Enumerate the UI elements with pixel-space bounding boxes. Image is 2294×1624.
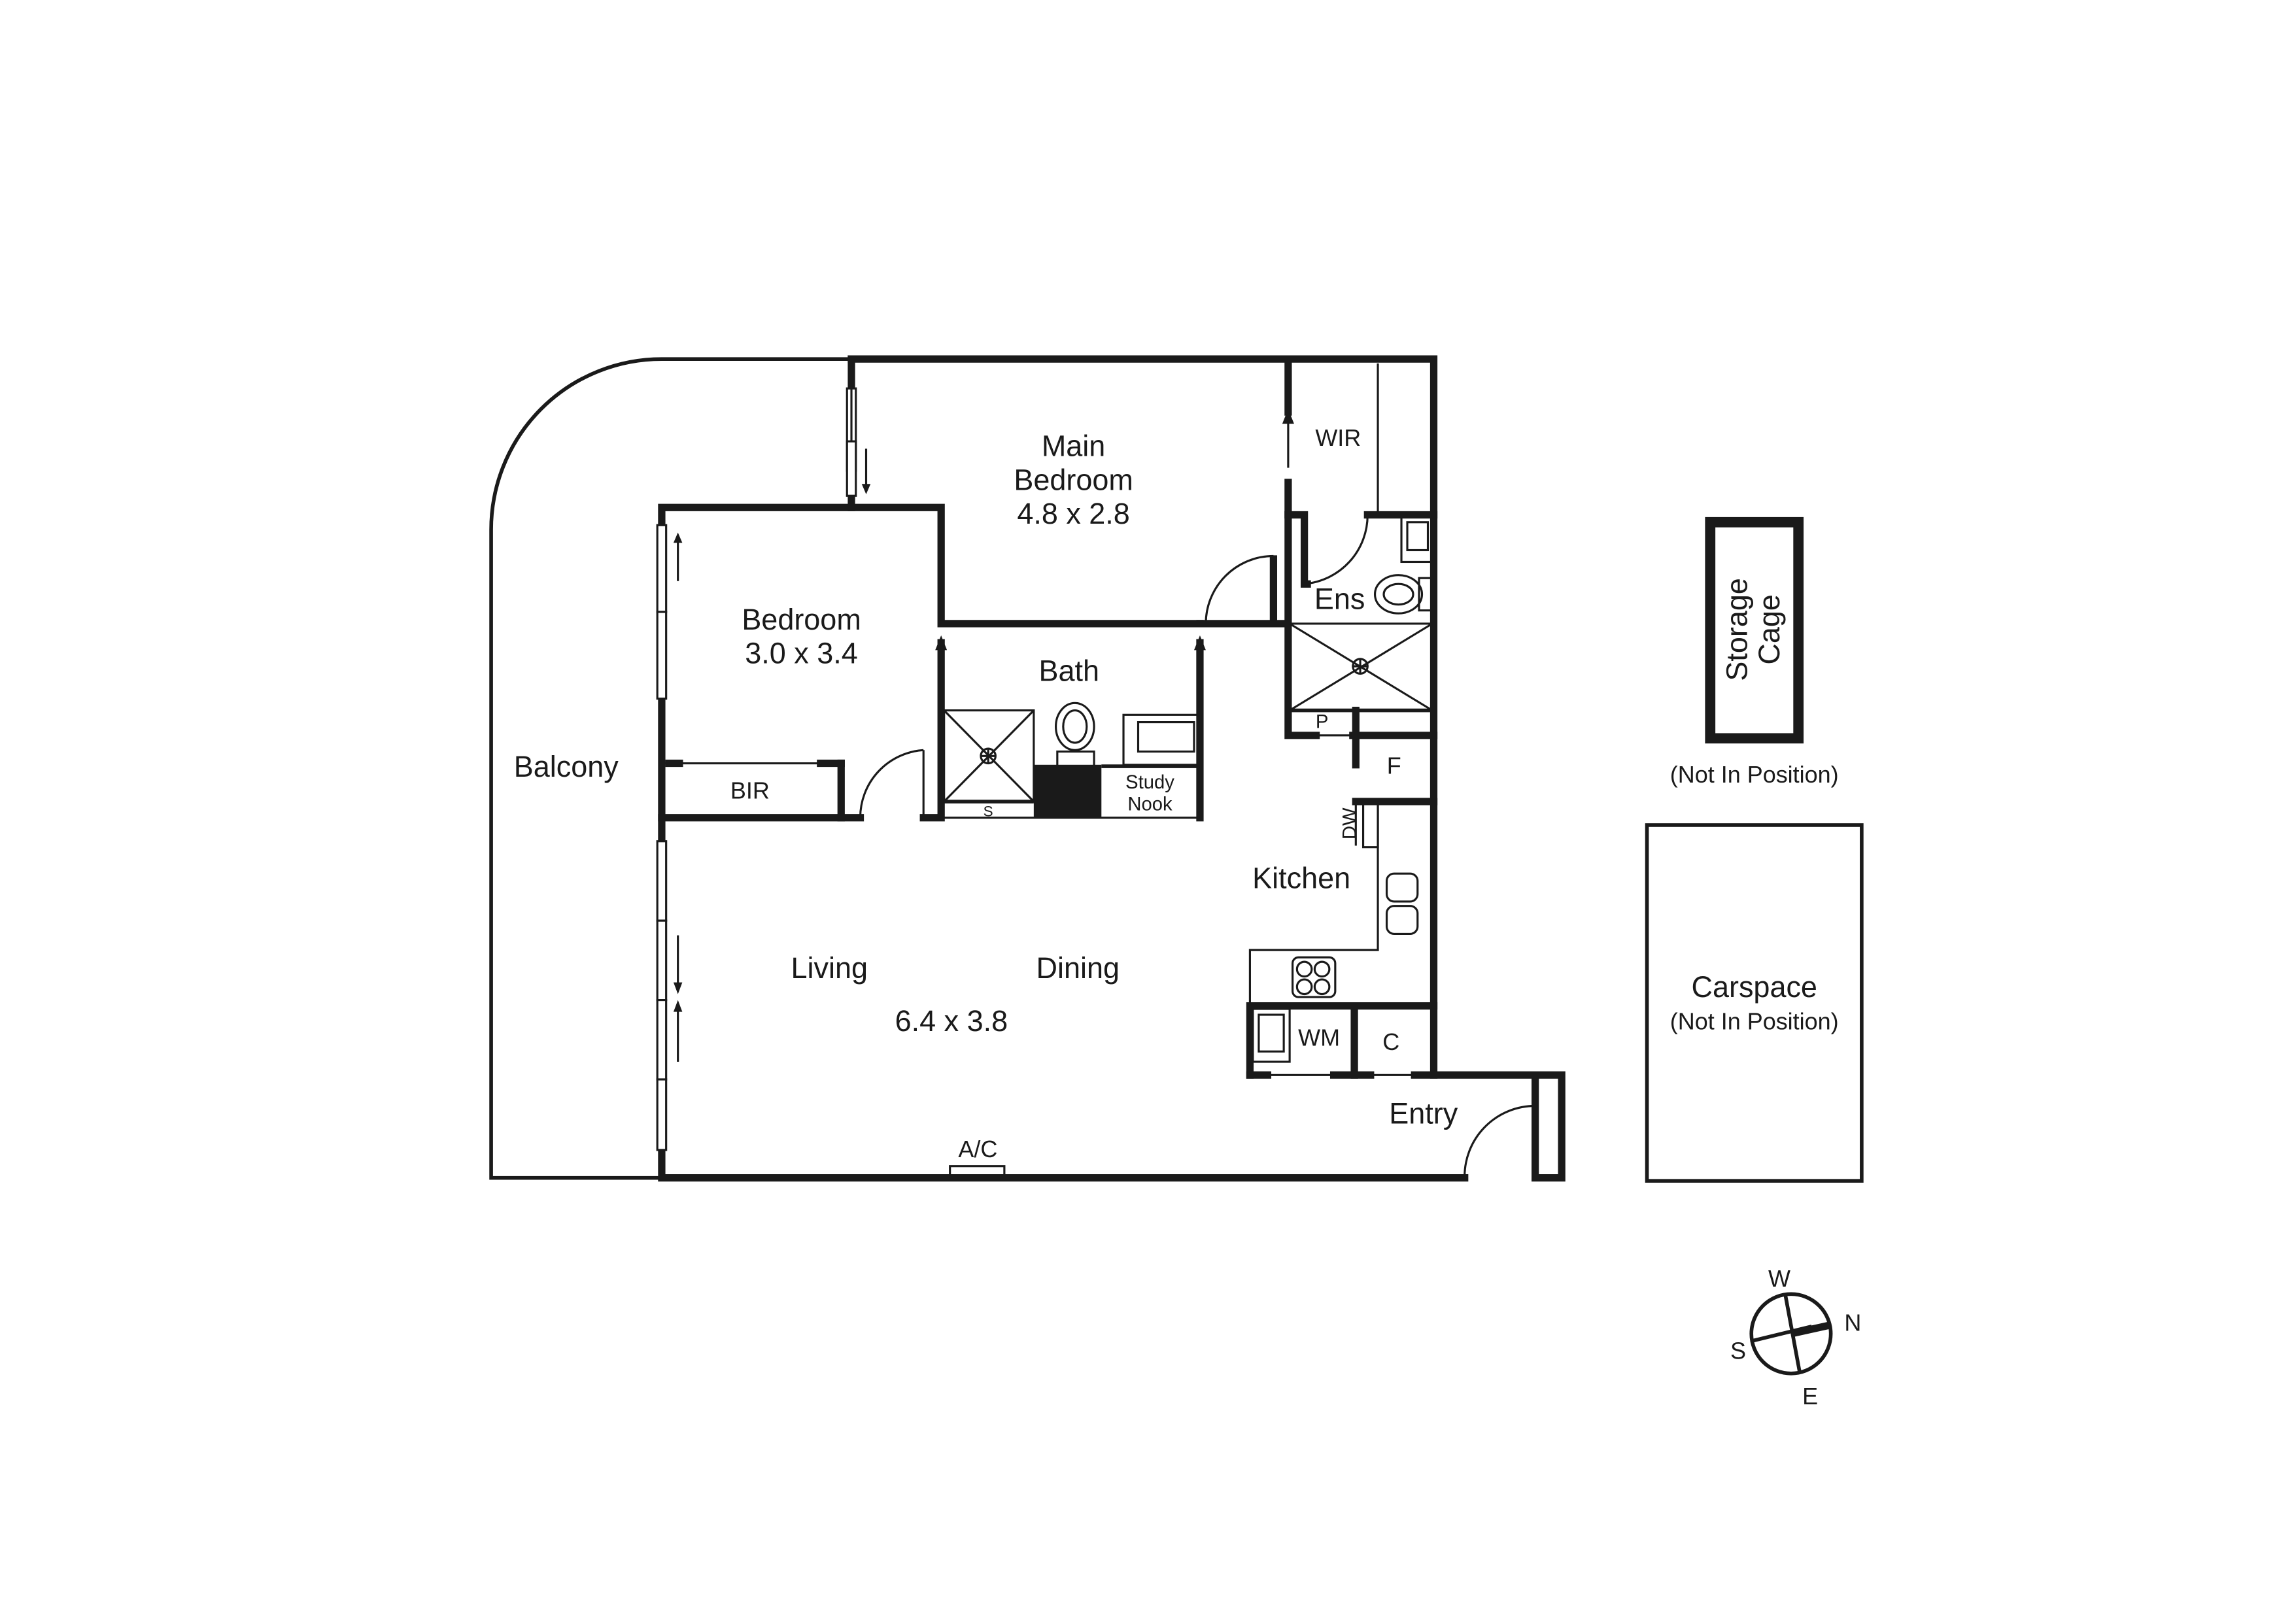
compass-icon <box>1749 1292 1833 1376</box>
entry-label: Entry <box>1389 1096 1458 1130</box>
compass-labels: W N S E <box>1730 1265 1861 1410</box>
main-bedroom-label: Main <box>1042 430 1105 463</box>
dishwasher-label: DW <box>1339 807 1360 839</box>
kitchen-label: Kitchen <box>1252 862 1350 895</box>
bedroom-size: 3.0 x 3.4 <box>745 637 858 670</box>
study-nook-label: Study <box>1125 772 1174 793</box>
storage-cage-label: Storage <box>1720 578 1753 681</box>
storage-cage-note: (Not In Position) <box>1670 761 1839 788</box>
compass-south: S <box>1730 1337 1746 1364</box>
balcony-label: Balcony <box>514 750 619 783</box>
bath-label: Bath <box>1039 654 1100 688</box>
carspace-label: Carspace <box>1691 970 1817 1004</box>
wir-label: WIR <box>1315 424 1361 451</box>
dining-label: Dining <box>1036 951 1120 985</box>
windows <box>656 387 857 1151</box>
living-dining-size: 6.4 x 3.8 <box>895 1004 1008 1038</box>
compass-west: W <box>1768 1265 1790 1292</box>
fixture-labels: P F DW WM C S A/C <box>958 712 1401 1163</box>
pantry-label: P <box>1316 712 1329 733</box>
room-labels: Main Bedroom 4.8 x 2.8 Bedroom 3.0 x 3.4… <box>514 424 1458 1130</box>
sliding-door-arrows <box>673 409 1294 1062</box>
compass-north: N <box>1844 1310 1861 1336</box>
living-label: Living <box>791 951 868 985</box>
main-bedroom-size: 4.8 x 2.8 <box>1017 497 1130 530</box>
bir-label: BIR <box>730 777 770 804</box>
study-nook-label-2: Nook <box>1127 794 1173 815</box>
ens-label: Ens <box>1314 582 1365 615</box>
cupboard-label: C <box>1382 1028 1399 1055</box>
balcony-outline <box>489 357 852 1180</box>
carspace-note: (Not In Position) <box>1670 1008 1839 1035</box>
kitchen-fixtures <box>1246 802 1438 1079</box>
bedroom-label: Bedroom <box>742 603 861 636</box>
storage-cage-label-2: Cage <box>1753 594 1786 665</box>
carspace-box <box>1645 823 1864 1183</box>
washing-machine-label: WM <box>1298 1024 1340 1051</box>
main-bedroom-label-2: Bedroom <box>1014 463 1133 496</box>
fridge-label: F <box>1387 752 1401 779</box>
air-con-label: A/C <box>958 1136 997 1162</box>
door-swings <box>859 515 1535 1178</box>
extras-labels: Storage Cage (Not In Position) Carspace … <box>1670 578 1839 1034</box>
ensuite-fixtures <box>1288 513 1435 737</box>
storage-cage-box <box>1705 516 1804 744</box>
air-con-unit <box>949 1165 1006 1179</box>
shower-seat-label: S <box>984 803 993 819</box>
compass-east: E <box>1802 1383 1818 1410</box>
bath-fixtures <box>943 702 1201 818</box>
